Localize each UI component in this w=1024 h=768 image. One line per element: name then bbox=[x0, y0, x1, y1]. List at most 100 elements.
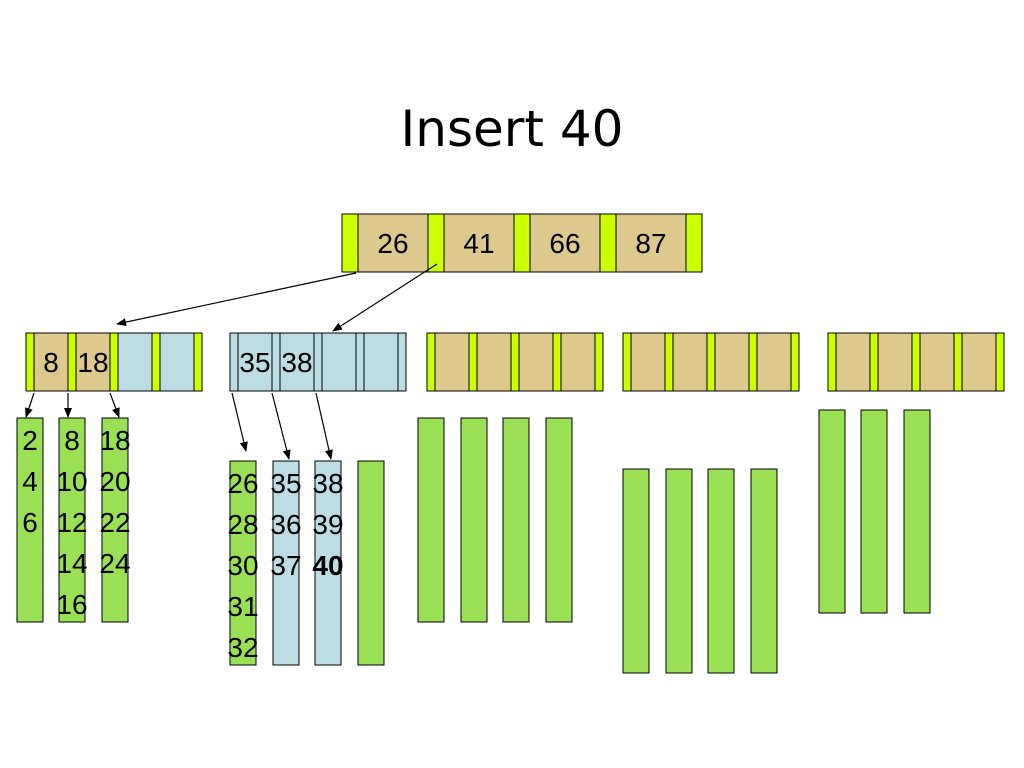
internal-pointer bbox=[790, 332, 800, 392]
internal-key-cell bbox=[672, 332, 708, 392]
internal-key-cell bbox=[117, 332, 153, 392]
leaf-0: 246 bbox=[16, 417, 44, 623]
pointer-arrow-2 bbox=[25, 392, 35, 418]
leaf-bar bbox=[818, 409, 846, 614]
leaf-6 bbox=[357, 460, 385, 666]
internal-pointer bbox=[552, 332, 562, 392]
internal-key-cell bbox=[560, 332, 596, 392]
root-key-label: 26 bbox=[377, 228, 408, 259]
leaf-bar bbox=[707, 468, 735, 674]
leaf-bar bbox=[229, 460, 257, 666]
leaf-12 bbox=[665, 468, 693, 674]
internal-pointer bbox=[995, 332, 1005, 392]
slide-title: Insert 40 bbox=[400, 100, 624, 158]
leaf-bar bbox=[58, 417, 86, 623]
leaf-key-label: 37 bbox=[270, 550, 301, 581]
leaf-key-label: 31 bbox=[227, 591, 258, 622]
internal-key-label: 18 bbox=[77, 347, 108, 378]
root-pointer-2 bbox=[513, 213, 531, 273]
internal-pointer bbox=[953, 332, 963, 392]
internal-pointer bbox=[109, 332, 119, 392]
leaf-key-label: 20 bbox=[99, 466, 130, 497]
internal-node-2 bbox=[426, 332, 604, 392]
leaf-key-label: 28 bbox=[227, 509, 258, 540]
pointer-arrow-5 bbox=[231, 392, 248, 452]
root-key-label: 41 bbox=[463, 228, 494, 259]
internal-key-cell bbox=[75, 332, 111, 392]
internal-pointer bbox=[827, 332, 837, 392]
root-pointer-4 bbox=[685, 213, 703, 273]
leaf-key-label: 4 bbox=[22, 466, 38, 497]
leaf-bar bbox=[16, 417, 44, 623]
leaf-11 bbox=[622, 468, 650, 674]
internal-pointer bbox=[229, 332, 239, 392]
leaf-16 bbox=[860, 409, 888, 614]
root-key-cell-1 bbox=[443, 213, 515, 273]
leaf-key-label: 36 bbox=[270, 509, 301, 540]
internal-pointer bbox=[271, 332, 281, 392]
pointer-arrow-7 bbox=[315, 392, 333, 460]
internal-pointer bbox=[193, 332, 203, 392]
internal-key-cell bbox=[476, 332, 512, 392]
pointer-arrow-4 bbox=[109, 392, 120, 418]
internal-node-4 bbox=[827, 332, 1005, 392]
internal-key-cell bbox=[279, 332, 315, 392]
internal-pointer bbox=[426, 332, 436, 392]
leaf-key-label: 24 bbox=[99, 548, 130, 579]
leaf-bar bbox=[903, 409, 931, 614]
inserted-key-label: 40 bbox=[312, 550, 343, 581]
leaf-17 bbox=[903, 409, 931, 614]
leaf-10 bbox=[545, 417, 573, 623]
internal-pointer bbox=[25, 332, 35, 392]
internal-key-cell bbox=[877, 332, 913, 392]
internal-pointer bbox=[869, 332, 879, 392]
internal-key-cell bbox=[321, 332, 357, 392]
internal-key-cell bbox=[159, 332, 195, 392]
internal-key-cell bbox=[919, 332, 955, 392]
pointer-arrow-6 bbox=[271, 392, 291, 460]
leaf-key-label: 8 bbox=[64, 425, 80, 456]
leaf-bar bbox=[665, 468, 693, 674]
leaf-key-label: 39 bbox=[312, 509, 343, 540]
leaf-key-label: 32 bbox=[227, 632, 258, 663]
leaf-14 bbox=[750, 468, 778, 674]
internal-pointer bbox=[706, 332, 716, 392]
leaf-7 bbox=[417, 417, 445, 623]
pointer-arrow-1 bbox=[332, 263, 438, 332]
leaf-key-label: 14 bbox=[56, 548, 87, 579]
internal-pointer bbox=[397, 332, 407, 392]
internal-key-cell bbox=[835, 332, 871, 392]
leaf-bar bbox=[502, 417, 530, 623]
internal-key-cell bbox=[363, 332, 399, 392]
leaf-bar bbox=[750, 468, 778, 674]
internal-pointer bbox=[67, 332, 77, 392]
internal-pointer bbox=[313, 332, 323, 392]
root-key-cell-3 bbox=[615, 213, 687, 273]
internal-pointer bbox=[911, 332, 921, 392]
leaf-4: 35 36 37 bbox=[270, 460, 302, 666]
leaf-bar bbox=[314, 460, 342, 666]
leaf-key-label: 35 bbox=[270, 468, 301, 499]
leaf-bar bbox=[460, 417, 488, 623]
internal-node-3 bbox=[622, 332, 800, 392]
leaf-key-label: 2 bbox=[22, 425, 38, 456]
root-key-label: 66 bbox=[549, 228, 580, 259]
internal-key-cell bbox=[33, 332, 69, 392]
leaf-key-label: 12 bbox=[56, 507, 87, 538]
leaf-node-layer: 2468101214161820222426283031323536373839… bbox=[16, 409, 931, 674]
internal-pointer bbox=[355, 332, 365, 392]
internal-pointer bbox=[664, 332, 674, 392]
leaf-15 bbox=[818, 409, 846, 614]
root-key-cell-0 bbox=[357, 213, 429, 273]
internal-key-cell bbox=[630, 332, 666, 392]
internal-pointer bbox=[468, 332, 478, 392]
leaf-key-label: 10 bbox=[56, 466, 87, 497]
